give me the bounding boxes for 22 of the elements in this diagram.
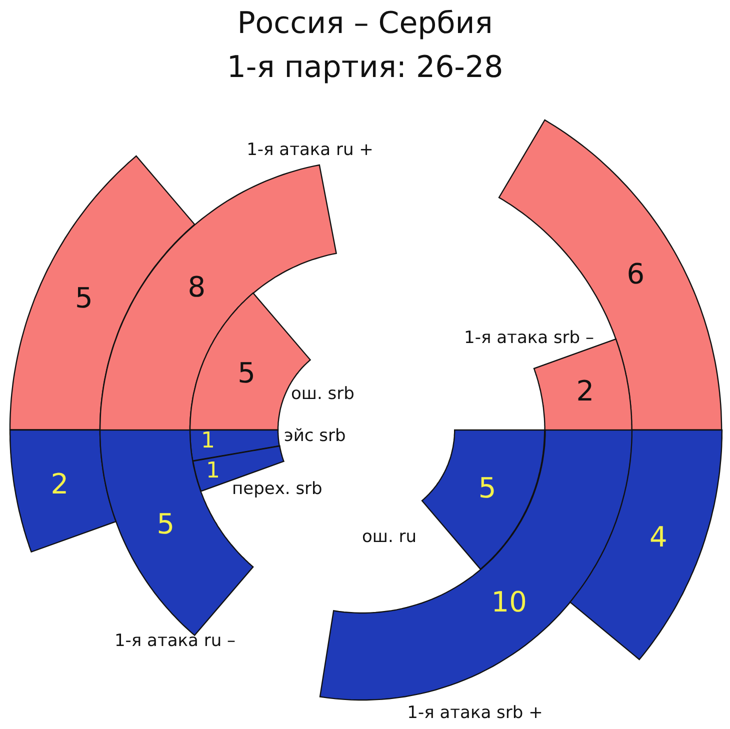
annotation-label: 1-я атака srb – [464,328,594,348]
annotation-label: 1-я атака ru – [114,631,236,651]
value-label: 2 [576,374,594,408]
annotation-label: эйс srb [284,426,346,446]
annotation-label: 1-я атака srb + [407,703,543,723]
value-label: 8 [188,270,206,304]
annotation-label: ош. srb [291,384,354,404]
set-score: 1-я партия: 26-28 [226,50,504,85]
value-label: 4 [649,520,668,554]
annotation-label: 1-я атака ru + [246,140,374,160]
value-label: 1 [206,458,220,484]
chart-title: Россия – Сербия [236,6,494,41]
value-label: 6 [626,257,645,290]
value-label: 5 [238,356,256,390]
value-label: 10 [491,586,527,619]
value-label: 5 [156,508,175,541]
value-label: 5 [478,471,496,504]
annotation-label: перех. srb [232,479,322,499]
value-label: 2 [50,468,69,501]
annotation-label: ош. ru [362,527,417,547]
value-label: 5 [75,282,93,315]
value-label: 1 [201,428,215,454]
